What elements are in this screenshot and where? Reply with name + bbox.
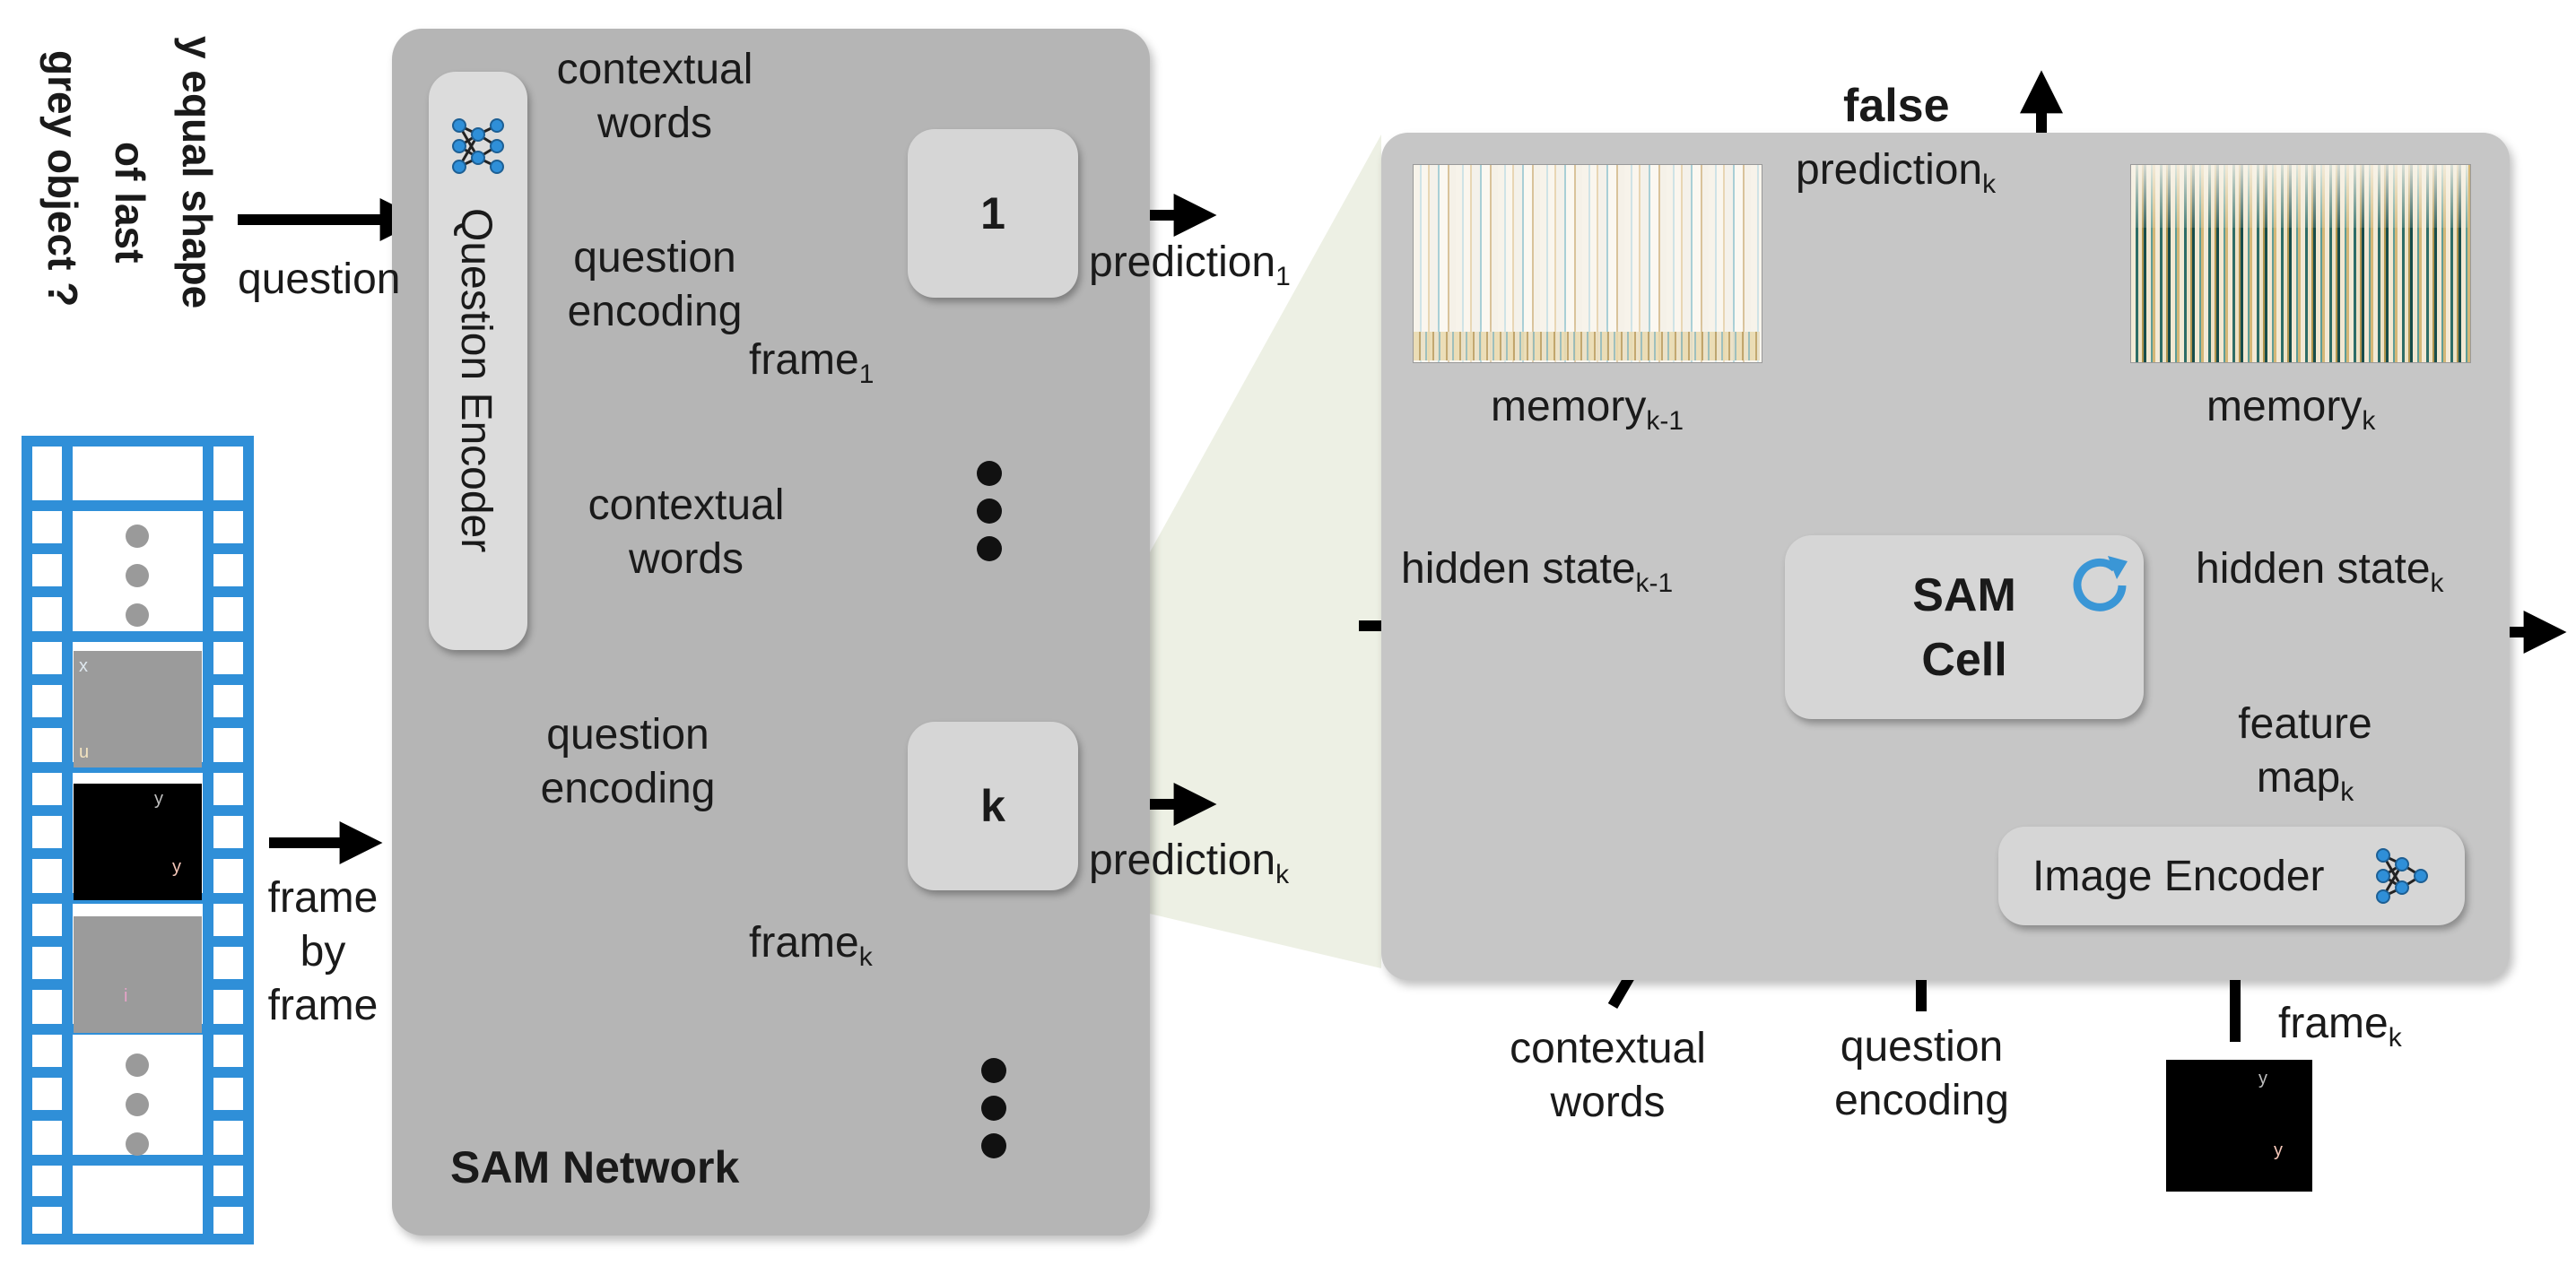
memory-prev-heatmap (1413, 164, 1762, 363)
hidden-state-label: hidden statek (2196, 545, 2444, 598)
question-encoder-box (429, 72, 527, 650)
question-encoder-label: Question Encoder (452, 208, 500, 553)
film-dot (126, 525, 149, 548)
memory-prev-heatmap-band (1414, 332, 1760, 360)
frame1-label: frame1 (749, 336, 875, 389)
film-dot (126, 603, 149, 627)
question-label: question (238, 256, 401, 303)
question-line-2: of last (107, 142, 153, 264)
film-letter: y (154, 789, 163, 809)
refresh-icon (2073, 556, 2128, 611)
memory-label: memoryk (2206, 383, 2376, 436)
sam-cell-k: k (908, 722, 1078, 890)
ellipsis-dot (981, 1058, 1006, 1083)
film-letter: x (79, 656, 88, 676)
film-strip (22, 436, 254, 1244)
predictionk-label: predictionk (1089, 837, 1290, 889)
film-dot (126, 1093, 149, 1116)
memory-prev-label: memoryk-1 (1491, 383, 1684, 436)
prediction-k-label: predictionk (1796, 146, 1997, 199)
neural-net-icon (452, 118, 504, 174)
memory-heatmap-topfade (2131, 165, 2468, 228)
framek-detail-label: framek (2278, 1000, 2402, 1053)
ellipsis-dot (977, 499, 1002, 524)
hidden-state-prev-label: hidden statek-1 (1401, 545, 1674, 598)
film-frame-grey-1 (74, 651, 202, 767)
film-frame-grey-2 (74, 916, 202, 1033)
question-line-3: grey object ? (39, 50, 86, 308)
sam-cell-1: 1 (908, 129, 1078, 298)
neural-net-icon (2376, 848, 2428, 904)
ellipsis-dot (977, 461, 1002, 486)
ellipsis-dot (977, 536, 1002, 561)
film-letter: u (79, 742, 90, 762)
ellipsis-dot (981, 1133, 1006, 1158)
question-line-1: y equal shape (174, 36, 221, 309)
framek-label: framek (749, 919, 873, 972)
film-letter: y (172, 857, 181, 877)
film-dot (126, 564, 149, 587)
film-letter: i (124, 986, 128, 1006)
sam-network-title: SAM Network (450, 1142, 740, 1192)
framek-thumbnail (2166, 1060, 2312, 1192)
ellipsis-dot (981, 1096, 1006, 1121)
framek-letter: y (2258, 1069, 2267, 1088)
film-dot (126, 1132, 149, 1156)
false-label: false (1843, 80, 1950, 132)
film-dot (126, 1054, 149, 1077)
film-frame-black (74, 784, 202, 900)
framek-letter: y (2274, 1140, 2283, 1160)
question-text: y equal shape of last grey object ? (31, 36, 221, 403)
prediction1-label: prediction1 (1089, 238, 1291, 291)
